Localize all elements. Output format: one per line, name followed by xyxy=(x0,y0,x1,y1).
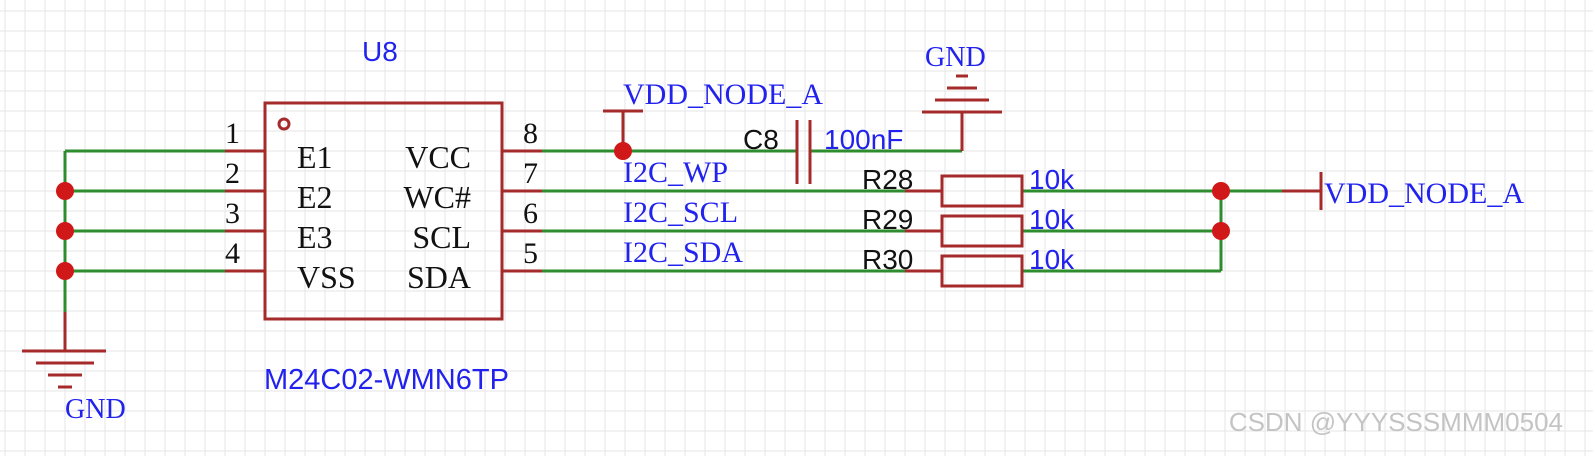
net-label-gnd-left: GND xyxy=(65,394,126,425)
chip-designator: U8 xyxy=(362,36,398,67)
pin-number-4: 4 xyxy=(225,237,240,270)
capacitor-designator: C8 xyxy=(743,124,779,155)
resistor-r28-designator: R28 xyxy=(862,164,913,195)
junction-dot xyxy=(614,142,632,160)
junction-dot xyxy=(56,182,74,200)
pin-number-3: 3 xyxy=(225,197,240,230)
component-labels: C8 100nF R28 R29 R30 10k 10k 10k xyxy=(743,124,1075,275)
junction-dot xyxy=(56,262,74,280)
resistor-r30-designator: R30 xyxy=(862,244,913,275)
net-label-vdd-right: VDD_NODE_A xyxy=(1324,177,1524,210)
pin-name-e1: E1 xyxy=(297,139,333,175)
pin-name-sda: SDA xyxy=(407,259,471,295)
junction-dot xyxy=(56,222,74,240)
net-label-vdd-top: VDD_NODE_A xyxy=(623,78,823,111)
chip-body xyxy=(263,101,504,321)
pin-name-vcc: VCC xyxy=(405,139,471,175)
pin-name-vss: VSS xyxy=(297,259,356,295)
net-label-i2c-scl: I2C_SCL xyxy=(623,196,738,229)
net-label-i2c-wp: I2C_WP xyxy=(623,156,728,189)
pin-name-e2: E2 xyxy=(297,179,333,215)
chip-labels: U8 M24C02-WMN6TP 1 2 3 4 E1 E2 E3 VSS VC… xyxy=(225,36,538,396)
pin1-marker xyxy=(277,117,291,131)
net-label-i2c-sda: I2C_SDA xyxy=(623,236,743,269)
net-labels: VDD_NODE_A GND GND VDD_NODE_A I2C_WP I2C… xyxy=(65,42,1524,425)
junction-dot xyxy=(1212,182,1230,200)
capacitor-value: 100nF xyxy=(824,124,903,155)
pin-number-7: 7 xyxy=(523,157,538,190)
pin-name-scl: SCL xyxy=(412,219,471,255)
pin-number-2: 2 xyxy=(225,157,240,190)
pin-name-wc: WC# xyxy=(403,179,471,215)
wires xyxy=(63,149,1282,312)
pin-number-8: 8 xyxy=(523,117,538,150)
chip-part-number: M24C02-WMN6TP xyxy=(264,364,509,396)
pin-number-5: 5 xyxy=(523,237,538,270)
pin-name-e3: E3 xyxy=(297,219,333,255)
junction-dot xyxy=(1212,222,1230,240)
resistor-r30-value: 10k xyxy=(1029,244,1075,275)
resistor-r29-value: 10k xyxy=(1029,204,1075,235)
watermark: CSDN @YYYSSSMMM0504 xyxy=(1229,407,1563,437)
resistor-r28-value: 10k xyxy=(1029,164,1075,195)
resistor-r29-designator: R29 xyxy=(862,204,913,235)
pin-number-1: 1 xyxy=(225,117,240,150)
junctions xyxy=(56,142,1230,280)
pin-number-6: 6 xyxy=(523,197,538,230)
net-label-gnd-top: GND xyxy=(925,42,986,73)
